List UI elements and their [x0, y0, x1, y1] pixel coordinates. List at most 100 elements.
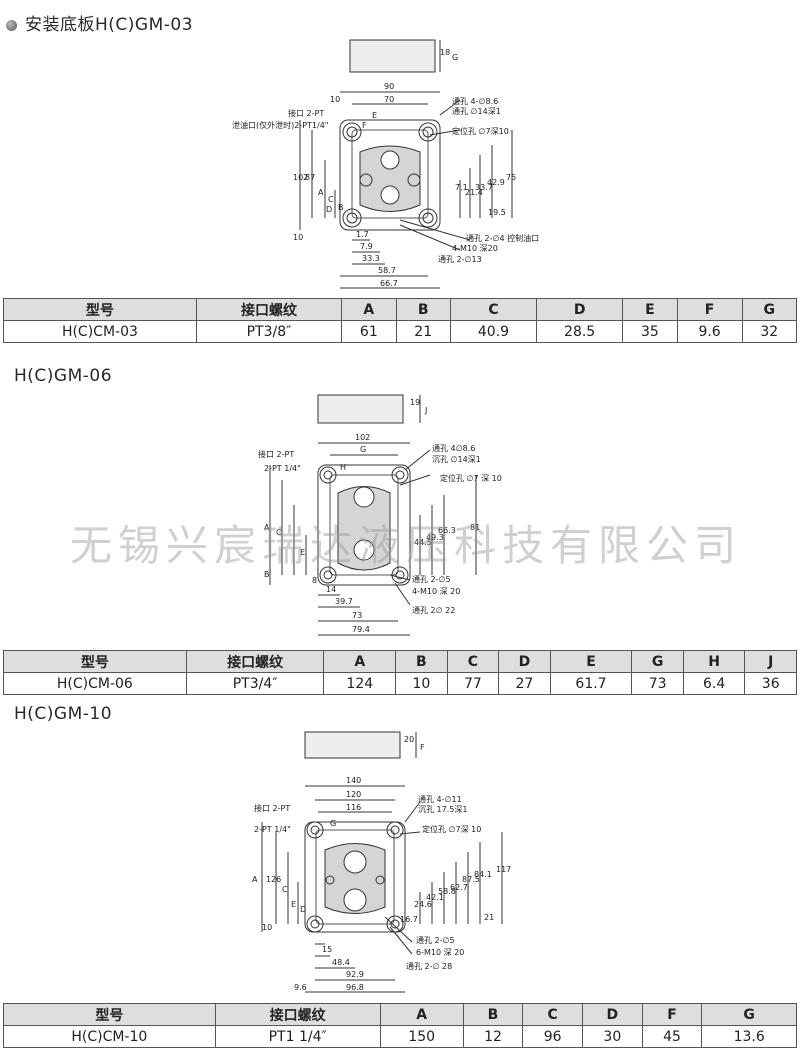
s1-dim-G: G — [452, 53, 458, 62]
table-cell: 124 — [323, 672, 397, 695]
s3-note-2: 定位孔 ∅7深 10 — [422, 824, 481, 834]
s1-dim-1.7: 1.7 — [356, 230, 369, 239]
s2-dim-39.7: 39.7 — [335, 597, 353, 606]
header-cell: E — [622, 298, 678, 321]
section1-title: 安装底板H(C)GM-03 — [25, 15, 194, 35]
s1-dim-33.7: 33.7 — [475, 183, 493, 192]
section1-title-wrap: 安装底板H(C)GM-03 — [6, 10, 193, 35]
header-cell: 型号 — [3, 650, 187, 673]
s3-dim-117: 117 — [496, 865, 511, 874]
s2-dim-66.3: 66.3 — [438, 526, 456, 535]
table-cell: 150 — [379, 1025, 464, 1048]
s3-dim-D: D — [300, 905, 306, 914]
s2-dim-44.5: 44.5 — [414, 538, 432, 547]
s3-dim-24.6: 24.6 — [414, 900, 432, 909]
table-cell: 36 — [744, 672, 797, 695]
s1-dim-7.1: 7.1 — [455, 183, 468, 192]
s1-dim-C: C — [328, 195, 334, 204]
s2-dim-19: 19 — [410, 398, 420, 407]
s2-dim-J: J — [424, 406, 427, 415]
table-cell: 12 — [462, 1025, 524, 1048]
header-cell: B — [395, 298, 451, 321]
s2-dim-49.3: 49.3 — [426, 533, 444, 542]
table-cell: H(C)CM-06 — [3, 672, 187, 695]
header-cell: F — [676, 298, 743, 321]
s1-dim-42.9: 42.9 — [487, 178, 505, 187]
s3-note-3: 接口 2-PT — [254, 803, 290, 813]
section3-spec-table: 型号 接口螺纹 A B C D F G H(C)CM-10 PT1 1/4″ 1… — [3, 1003, 797, 1048]
s1-dim-7.9: 7.9 — [360, 242, 373, 251]
table-cell: 32 — [741, 320, 798, 343]
s3-dim-F: F — [420, 743, 425, 752]
s2-dim-81: 81 — [470, 523, 480, 532]
header-cell: G — [741, 298, 798, 321]
header-cell: 型号 — [3, 298, 197, 321]
table-cell: 21 — [395, 320, 451, 343]
table-cell: PT3/8″ — [195, 320, 343, 343]
header-cell: H — [682, 650, 746, 673]
section2-drawing: 102 G H A C B E 8 14 39.7 73 79.4 44.5 4… — [258, 394, 502, 636]
bullet-icon — [6, 19, 17, 31]
s1-dim-58.7: 58.7 — [378, 266, 396, 275]
s2-note-7: 通孔 2∅ 22 — [412, 605, 455, 615]
table-cell: H(C)CM-03 — [3, 320, 197, 343]
table-cell: 13.6 — [701, 1025, 797, 1048]
table-header-row: 型号 接口螺纹 A B C D E G H J — [3, 650, 797, 673]
header-cell: B — [462, 1003, 524, 1026]
s3-dim-96.8: 96.8 — [346, 983, 364, 992]
header-cell: A — [379, 1003, 464, 1026]
s3-note-1: 沉孔 17.5深1 — [418, 805, 467, 814]
s3-dim-G: G — [330, 819, 336, 828]
header-cell: J — [744, 650, 797, 673]
s3-dim-48.4: 48.4 — [332, 958, 350, 967]
section2-spec-table: 型号 接口螺纹 A B C D E G H J H(C)CM-06 PT3/4″… — [3, 650, 797, 695]
s2-dim-B: B — [264, 570, 270, 579]
s3-dim-126: 126 — [266, 875, 281, 884]
s1-dim-10b: 10 — [293, 233, 303, 242]
s3-dim-120: 120 — [346, 790, 361, 799]
table-cell: 40.9 — [449, 320, 538, 343]
s1-note-0: 通孔 4-∅8.6 — [452, 96, 498, 106]
s1-dim-87: 87 — [305, 173, 315, 182]
s3-note-7: 通孔 2-∅ 28 — [406, 961, 452, 971]
table-row: H(C)CM-06 PT3/4″ 124 10 77 27 61.7 73 6.… — [3, 672, 797, 695]
s2-note-2: 定位孔 ∅7 深 10 — [440, 473, 502, 483]
s1-dim-F: F — [362, 121, 367, 130]
s1-note-7: 通孔 2-∅13 — [438, 254, 482, 264]
s2-note-5: 通孔 2-∅5 — [412, 574, 451, 584]
header-cell: D — [536, 298, 624, 321]
s2-note-0: 通孔 4∅8.6 — [432, 443, 475, 453]
s1-dim-19.5: 19.5 — [488, 208, 506, 217]
table-cell: 77 — [446, 672, 500, 695]
header-cell: B — [395, 650, 448, 673]
s2-note-3: 接口 2-PT — [258, 449, 294, 459]
s1-dim-10: 10 — [330, 95, 340, 104]
table-cell: 10 — [395, 672, 448, 695]
s2-dim-H: H — [340, 463, 346, 472]
s3-dim-C: C — [282, 885, 288, 894]
s1-dim-70: 70 — [384, 95, 394, 104]
s1-dim-33.3: 33.3 — [362, 254, 380, 263]
table-cell: 6.4 — [682, 672, 746, 695]
s3-note-4: 2-PT 1/4" — [254, 825, 291, 834]
s3-dim-87.5: 87.5 — [462, 875, 480, 884]
s2-dim-102: 102 — [355, 433, 370, 442]
header-cell: A — [323, 650, 397, 673]
s3-dim-10: 10 — [262, 923, 272, 932]
table-header-row: 型号 接口螺纹 A B C D F G — [3, 1003, 797, 1026]
table-cell: 35 — [622, 320, 678, 343]
table-cell: 28.5 — [536, 320, 624, 343]
s2-dim-73: 73 — [352, 611, 362, 620]
s1-note-6: 4-M10 深20 — [452, 244, 498, 253]
table-cell: 73 — [631, 672, 684, 695]
s1-dim-102: 102 — [293, 173, 308, 182]
s3-dim-116: 116 — [346, 803, 361, 812]
s1-dim-B: B — [338, 203, 344, 212]
s3-note-0: 通孔 4-∅11 — [418, 794, 462, 804]
s3-dim-84.1: 84.1 — [474, 870, 492, 879]
table-cell: 30 — [582, 1025, 643, 1048]
s3-dim-140: 140 — [346, 776, 361, 785]
s2-dim-14: 14 — [326, 585, 336, 594]
s1-dim-A: A — [318, 188, 324, 197]
s1-note-1: 通孔 ∅14深1 — [452, 106, 501, 116]
